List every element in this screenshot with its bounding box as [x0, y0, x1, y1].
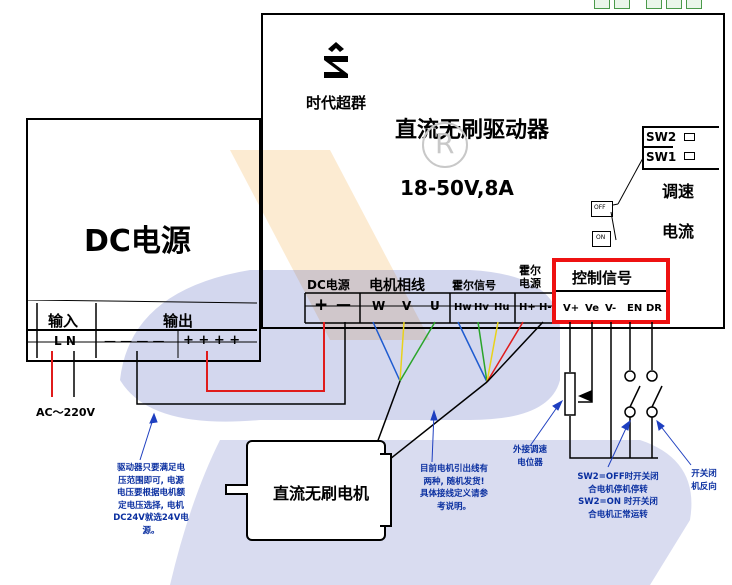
psu-output-neg-terminals: — — — —	[104, 334, 165, 348]
motor-v-terminal: V	[402, 299, 412, 313]
note-line: SW2=OFF时开关闭	[577, 472, 659, 482]
note-line: 机反向	[691, 481, 717, 492]
note-line: 合电机正常运转	[588, 509, 648, 520]
ctrl-en-terminal: EN	[627, 303, 643, 314]
sw2-switch[interactable]	[684, 133, 695, 141]
note-line: DC24V就选24V电	[113, 513, 189, 523]
hall-hminus-terminal: H-	[539, 302, 552, 313]
ctrl-ve-terminal: Ve	[585, 303, 599, 314]
registered-mark-icon	[422, 122, 468, 168]
note-line: 合电机停机停转	[588, 484, 648, 495]
note-line: 两种, 随机发货!	[423, 476, 485, 487]
toolbar-icon[interactable]	[646, 0, 662, 9]
off-tag	[591, 201, 613, 217]
note-line: 电压要根据电机额	[116, 488, 185, 498]
hall-hu-terminal: Hu	[494, 302, 510, 313]
brand-name: 时代超群	[306, 94, 367, 112]
group-control-signal: 控制信号	[572, 269, 633, 287]
ctrl-vminus-terminal: V-	[605, 303, 617, 314]
motor-label: 直流无刷电机	[273, 484, 370, 503]
psu-input-terminals: L N	[54, 334, 76, 348]
note-line: 压范围即可, 电源	[118, 475, 184, 486]
hall-hplus-terminal: H+	[519, 302, 536, 313]
motor-w-terminal: W	[372, 299, 386, 313]
power-supply-title: DC电源	[84, 224, 191, 259]
ac-input-label: AC～220V	[36, 406, 96, 419]
note-line: 外接调速	[512, 445, 547, 455]
note-line: 源。	[142, 525, 160, 536]
motor-flange	[380, 453, 392, 527]
motor-shaft	[225, 484, 248, 495]
psu-output-pos-terminals: + + + +	[183, 333, 241, 348]
note-potentiometer: 外接调速 电位器	[500, 444, 560, 469]
group-hall-power: 霍尔电源	[519, 264, 545, 290]
sw1-switch[interactable]	[684, 152, 695, 160]
ctrl-dr-terminal: DR	[646, 303, 663, 314]
hall-power-label: 霍尔电源	[519, 264, 541, 290]
group-motor-phase: 电机相线	[369, 278, 425, 294]
note-line: 电位器	[517, 457, 543, 468]
current-label: 电流	[662, 222, 695, 241]
ctrl-vplus-terminal: V+	[563, 303, 580, 314]
psu-input-label: 输入	[48, 312, 79, 330]
note-line: 开关闭	[691, 469, 717, 479]
hall-hw-terminal: Hw	[454, 302, 472, 313]
toolbar-icon[interactable]	[594, 0, 610, 9]
psu-terminal-grid	[28, 300, 257, 358]
toolbar-icon[interactable]	[666, 0, 682, 9]
motor-u-terminal: U	[430, 299, 440, 313]
note-line: 考说明。	[436, 501, 471, 512]
switch-pointer-lines	[610, 157, 644, 241]
note-line: 驱动器只要满足电	[116, 463, 185, 473]
group-hall-signal: 霍尔信号	[452, 279, 496, 292]
note-voltage: 驱动器只要满足电 压范围即可, 电源 电压要根据电机额 定电压选择, 电机 DC…	[96, 462, 206, 537]
note-line: 目前电机引出线有	[419, 464, 488, 474]
dc-plus-terminal: +	[314, 295, 329, 315]
toolbar-icon[interactable]	[614, 0, 630, 9]
note-line: 定电压选择, 电机	[118, 500, 184, 511]
sw2-label: SW2	[646, 130, 677, 144]
registered-mark: R	[435, 127, 455, 160]
brand-logo-icon	[324, 42, 348, 78]
note-sw2-mode: SW2=OFF时开关闭 合电机停机停转 SW2=ON 时开关闭 合电机正常运转	[563, 471, 673, 521]
driver-title: 直流无刷驱动器	[395, 118, 550, 143]
terminal-strip	[304, 292, 575, 324]
driver-box	[261, 13, 725, 329]
speed-label: 调速	[662, 182, 695, 201]
note-reverse-switch: 开关闭 机反向	[682, 468, 726, 493]
off-label: OFF	[594, 204, 606, 211]
dip-switch-panel	[642, 126, 719, 170]
note-line: 具体接线定义请参	[419, 489, 488, 499]
sw1-label: SW1	[646, 150, 677, 164]
on-tag	[592, 231, 611, 247]
on-label: ON	[596, 234, 606, 241]
dc-minus-terminal: —	[336, 295, 351, 313]
psu-output-label: 输出	[163, 312, 194, 330]
toolbar-cropped	[588, 0, 732, 10]
group-dc-power: DC电源	[307, 278, 350, 292]
note-motor-wires: 目前电机引出线有 两种, 随机发货! 具体接线定义请参 考说明。	[399, 463, 509, 513]
note-line: SW2=ON 时开关闭	[578, 497, 658, 507]
toolbar-icon[interactable]	[686, 0, 702, 9]
driver-rating: 18-50V,8A	[400, 176, 514, 200]
hall-hv-terminal: Hv	[474, 302, 489, 313]
power-supply-box	[26, 118, 261, 362]
